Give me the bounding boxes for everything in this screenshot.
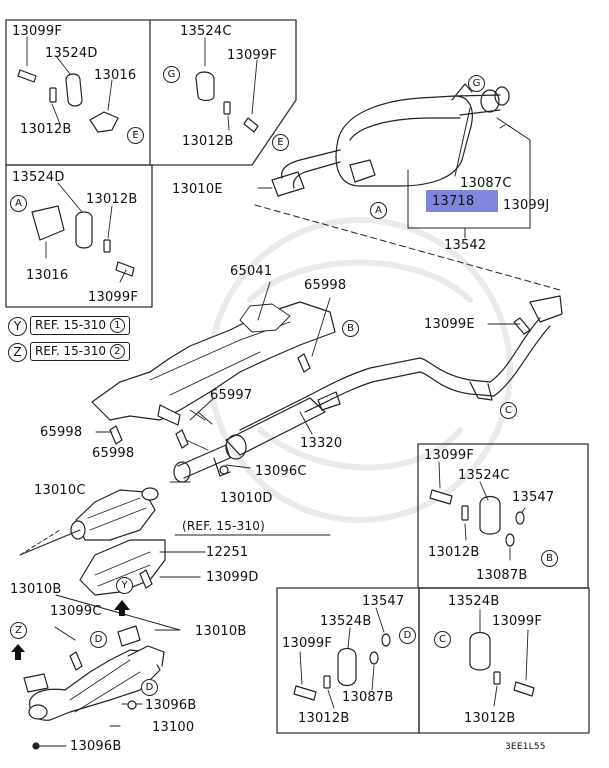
part-65998-lower[interactable]: 65998: [92, 446, 135, 461]
ref-y-marker: Y: [8, 317, 27, 336]
rear-muffler: [271, 83, 510, 197]
ref-center-label[interactable]: (REF. 15-310): [182, 519, 265, 533]
part-13547-box5[interactable]: 13547: [362, 594, 405, 609]
part-13096C[interactable]: 13096C: [255, 464, 307, 479]
front-pipe: [28, 625, 165, 721]
marker-D-left2: D: [141, 679, 158, 696]
marker-B-center: B: [342, 320, 359, 337]
gasket-13010B: [23, 673, 49, 693]
part-13100[interactable]: 13100: [152, 720, 195, 735]
inset-box-frames: [5, 19, 590, 734]
part-13087B-box4[interactable]: 13087B: [476, 568, 528, 583]
part-13012B-box2[interactable]: 13012B: [182, 134, 234, 149]
diagram-code: 3EE1L55: [505, 742, 546, 752]
marker-D-left1: D: [90, 631, 107, 648]
hardware-glyphs: [17, 69, 535, 750]
part-13524C-box4[interactable]: 13524C: [458, 468, 510, 483]
part-13099D[interactable]: 13099D: [206, 570, 259, 585]
part-13524C-box2[interactable]: 13524C: [180, 24, 232, 39]
part-12251[interactable]: 12251: [206, 545, 249, 560]
part-13016-box1[interactable]: 13016: [94, 68, 137, 83]
ref-y-box[interactable]: REF. 15-310 1: [30, 316, 130, 335]
highlight-13718: [426, 190, 498, 212]
part-13547-box4[interactable]: 13547: [512, 490, 555, 505]
part-13099F-box5[interactable]: 13099F: [282, 636, 333, 651]
ref-z-marker: Z: [8, 343, 27, 362]
part-13016-box3[interactable]: 13016: [26, 268, 69, 283]
part-13010D[interactable]: 13010D: [220, 491, 273, 506]
part-13099F-box6[interactable]: 13099F: [492, 614, 543, 629]
part-13012B-box3[interactable]: 13012B: [86, 192, 138, 207]
callout-leaders: [254, 107, 561, 291]
ref-y-number: 1: [109, 318, 125, 333]
ref-y-text: REF. 15-310: [35, 318, 107, 332]
part-65998-left[interactable]: 65998: [40, 425, 83, 440]
part-13099F-box2[interactable]: 13099F: [227, 48, 278, 63]
marker-B-box4: B: [541, 550, 558, 567]
part-13524D-box1[interactable]: 13524D: [45, 46, 98, 61]
ref-z-text: REF. 15-310: [35, 344, 107, 358]
marker-C-box6: C: [434, 631, 451, 648]
part-13524B-box5[interactable]: 13524B: [320, 614, 372, 629]
part-13010E[interactable]: 13010E: [172, 182, 223, 197]
part-13010B-right[interactable]: 13010B: [195, 624, 247, 639]
ref-z-number: 2: [109, 344, 125, 359]
marker-E-box1: E: [127, 127, 144, 144]
part-13010C[interactable]: 13010C: [34, 483, 86, 498]
part-13099C[interactable]: 13099C: [50, 604, 102, 619]
part-65997[interactable]: 65997: [210, 388, 253, 403]
part-13087C[interactable]: 13087C: [460, 176, 512, 191]
part-13012B-box4[interactable]: 13012B: [428, 545, 480, 560]
part-13542[interactable]: 13542: [444, 238, 487, 253]
part-13524B-box6[interactable]: 13524B: [448, 594, 500, 609]
marker-A-box3: A: [10, 195, 27, 212]
part-13099J[interactable]: 13099J: [503, 198, 550, 213]
part-13010B-left[interactable]: 13010B: [10, 582, 62, 597]
marker-Z-left: Z: [10, 622, 27, 639]
marker-G-box2: G: [163, 66, 180, 83]
part-13320[interactable]: 13320: [300, 436, 343, 451]
part-13099F-box3[interactable]: 13099F: [88, 290, 139, 305]
part-13099E[interactable]: 13099E: [424, 317, 475, 332]
marker-A-top: A: [370, 202, 387, 219]
part-13012B-box1[interactable]: 13012B: [20, 122, 72, 137]
marker-E-top: E: [272, 134, 289, 151]
up-arrows: [11, 600, 130, 660]
marker-C-center: C: [500, 402, 517, 419]
part-13524D-box3[interactable]: 13524D: [12, 170, 65, 185]
marker-G-top: G: [468, 75, 485, 92]
part-13012B-box6[interactable]: 13012B: [464, 711, 516, 726]
ref-z-box[interactable]: REF. 15-310 2: [30, 342, 130, 361]
center-pipe: [173, 295, 563, 483]
part-13096B-right[interactable]: 13096B: [145, 698, 197, 713]
part-13087B-box5[interactable]: 13087B: [342, 690, 394, 705]
part-13012B-box5[interactable]: 13012B: [298, 711, 350, 726]
part-65998-top[interactable]: 65998: [304, 278, 347, 293]
part-65041[interactable]: 65041: [230, 264, 273, 279]
heat-shield: [91, 301, 336, 426]
inset-leaders: [26, 36, 529, 709]
part-13718[interactable]: 13718: [432, 194, 475, 209]
part-13099F-box1[interactable]: 13099F: [12, 24, 63, 39]
catalytic-converter: [70, 487, 159, 541]
marker-Y-center: Y: [116, 577, 133, 594]
part-13096B-bottom[interactable]: 13096B: [70, 739, 122, 754]
left-leaders: [19, 464, 331, 747]
marker-D-box5: D: [399, 627, 416, 644]
part-13099F-box4[interactable]: 13099F: [424, 448, 475, 463]
